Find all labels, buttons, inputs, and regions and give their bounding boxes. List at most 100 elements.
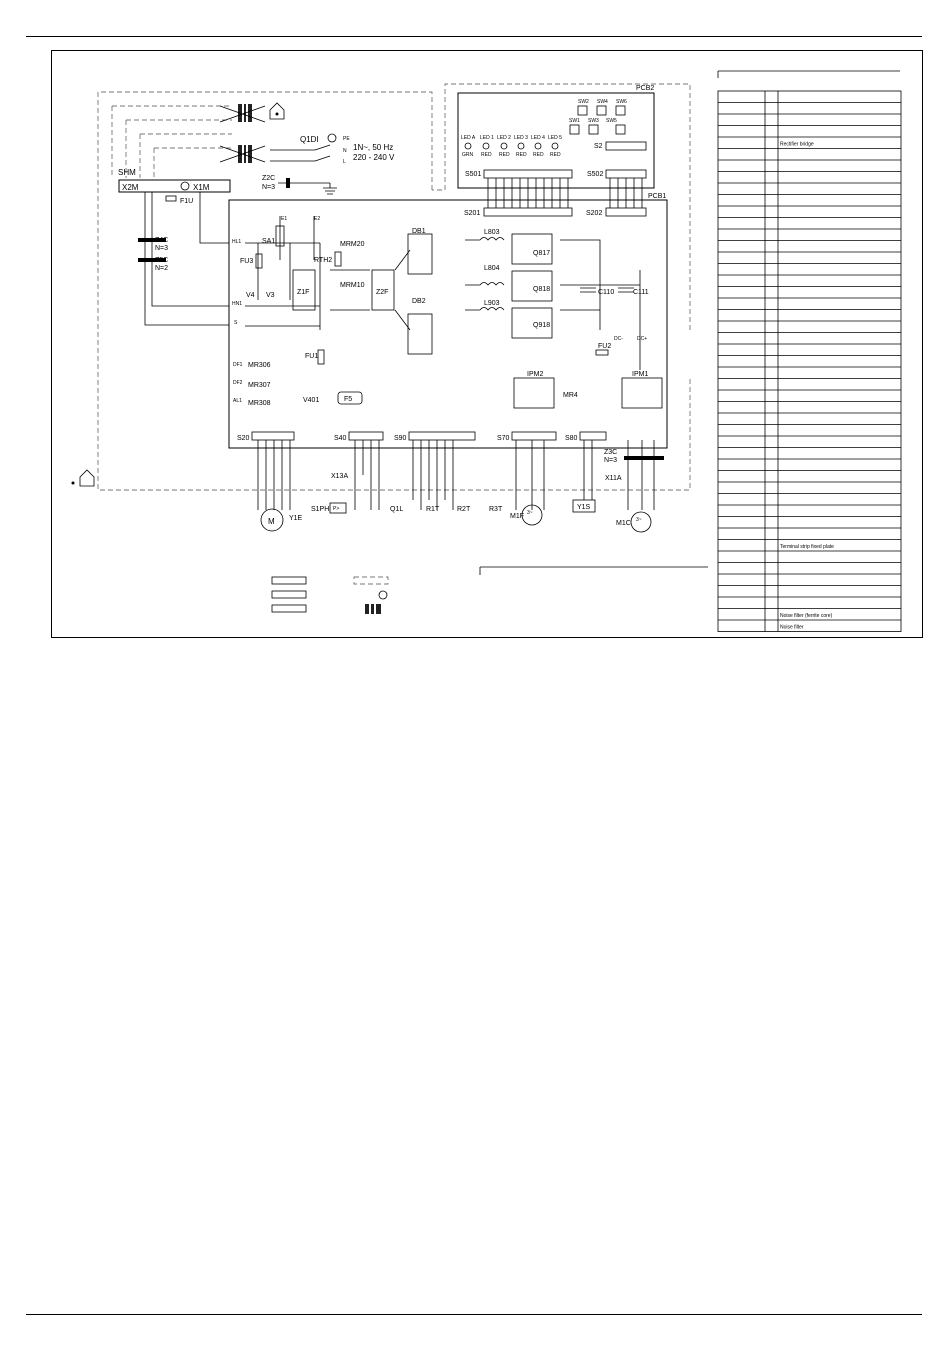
board-harness xyxy=(487,178,643,208)
l903-label: L903 xyxy=(484,300,500,307)
s202-label: S202 xyxy=(586,210,602,217)
table-border xyxy=(717,90,902,632)
y1e-label: Y1E xyxy=(289,515,303,522)
s80-connector xyxy=(579,431,607,441)
terminal-l: L xyxy=(343,159,346,165)
x11a-label: X11A xyxy=(605,475,622,482)
mr306-label: MR306 xyxy=(248,362,271,369)
fu2-label: FU2 xyxy=(598,343,611,350)
mr308-label: MR308 xyxy=(248,400,271,407)
noise-filter-mid xyxy=(238,145,252,163)
s70-label: S70 xyxy=(497,435,510,442)
hl1-label: HL1 xyxy=(232,239,241,245)
legend-ferrite-icon xyxy=(365,604,381,614)
m1f-label: M1F xyxy=(510,513,524,520)
s90-connector xyxy=(408,431,476,441)
z3c-n-label: N=3 xyxy=(604,457,617,464)
m1f-motor xyxy=(521,504,543,526)
external-wiring xyxy=(257,440,655,510)
s90-label: S90 xyxy=(394,435,407,442)
top-rule xyxy=(26,36,922,37)
unit-boundary xyxy=(97,83,691,491)
pcb1-board xyxy=(228,199,668,449)
sw4-label: SW4 xyxy=(597,99,608,105)
terminal-n: N xyxy=(343,148,347,154)
s201-label: S201 xyxy=(464,210,480,217)
pcb2-leds xyxy=(464,142,559,150)
s2-label: S2 xyxy=(594,143,603,150)
ground-symbol xyxy=(278,182,337,195)
table-header-rule xyxy=(717,70,900,78)
led-2-color: RED xyxy=(499,152,510,158)
df2-label: DF2 xyxy=(233,380,243,386)
y1e-m-label: M xyxy=(268,517,275,526)
q918-label: Q918 xyxy=(533,322,550,329)
e2-label: E2 xyxy=(314,216,320,222)
r1t-label: R1T xyxy=(426,506,440,513)
led-5-color: RED xyxy=(550,152,561,158)
y1e-motor xyxy=(260,508,284,532)
mr4-label: MR4 xyxy=(563,392,578,399)
q1di-label: Q1DI xyxy=(300,135,319,144)
legend-box-2 xyxy=(271,590,307,599)
s502-label: S502 xyxy=(587,171,603,178)
ipm1-label: IPM1 xyxy=(632,371,648,378)
x2m-label: X2M xyxy=(122,183,139,192)
legend-earth-icon xyxy=(378,590,388,600)
s1ph-box xyxy=(329,502,347,514)
c111-label: C111 xyxy=(633,289,649,296)
q1l-label: Q1L xyxy=(390,506,403,513)
terminal-pe: PE xyxy=(343,136,350,142)
s40-label: S40 xyxy=(334,435,347,442)
s501-label: S501 xyxy=(465,171,481,178)
earth-symbol-bottom xyxy=(71,469,95,487)
pcb2-switches xyxy=(569,105,626,135)
v4-label: V4 xyxy=(246,292,255,299)
s20-connector xyxy=(251,431,295,441)
e1-label: E1 xyxy=(281,216,287,222)
pcb2-label: PCB2 xyxy=(636,85,654,92)
dc-minus-label: DC- xyxy=(614,336,623,342)
fu1-label: FU1 xyxy=(305,353,318,360)
table-cell-text: Terminal strip fixed plate xyxy=(780,544,834,550)
pcb1-left-wiring xyxy=(245,216,663,409)
field-wiring xyxy=(111,105,232,178)
m1c-ms: 3~ xyxy=(636,517,642,523)
sa1-label: SA1 xyxy=(262,238,275,245)
db1-label: DB1 xyxy=(412,228,426,235)
r3t-label: R3T xyxy=(489,506,503,513)
z5c-n-label: N=2 xyxy=(155,265,168,272)
sw3-label: SW3 xyxy=(588,118,599,124)
sw6-label: SW6 xyxy=(616,99,627,105)
y1s-label: Y1S xyxy=(577,504,591,511)
l803-label: L803 xyxy=(484,229,500,236)
supply-wiring xyxy=(144,192,229,326)
legend-header-rule xyxy=(479,566,708,575)
supply-label-1: 1N~, 50 Hz xyxy=(353,143,393,152)
legend-box-4 xyxy=(353,576,389,585)
led-2-label: LED 2 xyxy=(497,135,511,141)
earth-symbol-top xyxy=(269,102,285,120)
f1u-fuse xyxy=(165,195,177,202)
db2-label: DB2 xyxy=(412,298,426,305)
z4c-n-label: N=3 xyxy=(155,245,168,252)
c110-label: C110 xyxy=(598,289,614,296)
s2-connector xyxy=(605,141,647,151)
z2f-label: Z2F xyxy=(376,289,388,296)
ipm2-label: IPM2 xyxy=(527,371,543,378)
shm-label: SHM xyxy=(118,168,136,177)
terminal-strip xyxy=(118,179,231,193)
v401-label: V401 xyxy=(303,397,319,404)
table-cell-text: Noise filter (ferrite core) xyxy=(780,613,833,619)
z3c-core xyxy=(624,456,664,460)
legend-box-1 xyxy=(271,576,307,585)
s40-connector xyxy=(348,431,384,441)
r2t-label: R2T xyxy=(457,506,471,513)
l804-label: L804 xyxy=(484,265,500,272)
led-a-color: GRN xyxy=(462,152,474,158)
filter-wires xyxy=(219,105,266,163)
led-1-label: LED 1 xyxy=(480,135,494,141)
x13a-label: X13A xyxy=(331,473,348,480)
mrm10-label: MRM10 xyxy=(340,282,365,289)
